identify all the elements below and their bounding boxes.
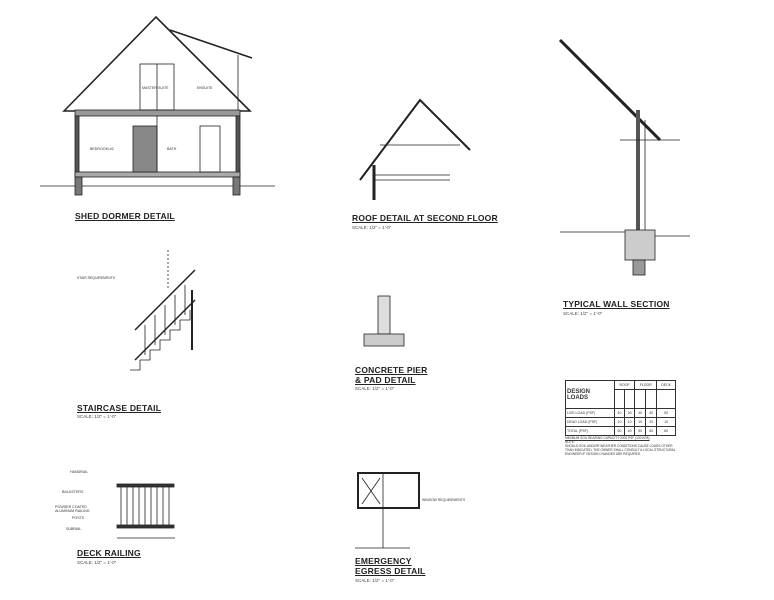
- cell: 40: [634, 408, 647, 418]
- row-label: DEAD LOAD (PSF): [565, 417, 615, 427]
- room-label: BATH: [167, 147, 177, 151]
- cell: 50: [634, 426, 647, 436]
- room-label: ENSUITE: [197, 86, 213, 90]
- cell: 60: [656, 426, 676, 436]
- deck-railing-scale: SCALE: 1/2" = 1'-0": [77, 560, 117, 565]
- staircase-scale: SCALE: 1/2" = 1'-0": [77, 414, 117, 419]
- railing-label: POSTS: [72, 516, 85, 520]
- cell: 10: [624, 417, 636, 427]
- design-loads-title-2: LOADS: [567, 394, 588, 401]
- row-label: TOTAL (PSF): [565, 426, 615, 436]
- column-group: ROOF: [613, 380, 636, 390]
- concrete-pier-scale: SCALE: 1/2" = 1'-0": [355, 386, 395, 391]
- deck-railing-title: DECK RAILING: [77, 548, 141, 558]
- roof-detail-scale: SCALE: 1/2" = 1'-0": [352, 225, 392, 230]
- shed-dormer-drawing: [40, 15, 275, 196]
- cell: 10: [634, 417, 647, 427]
- column-group: FLOOR: [634, 380, 658, 390]
- table-row: DEAD LOAD (PSF) 10 10 10 20 10: [565, 417, 676, 427]
- note-heading: NOTE:: [565, 440, 575, 444]
- room-label: MASTER SUITE: [142, 86, 169, 90]
- cell: 30: [624, 408, 636, 418]
- cell: 40: [624, 426, 636, 436]
- table-row: TOTAL (PSF) 50 40 50 60 60: [565, 426, 676, 436]
- table-row: LIVE LOAD (PSF) 40 30 40 40 50: [565, 408, 676, 418]
- railing-label: SUBRAIL: [66, 527, 82, 531]
- shed-dormer-title: SHED DORMER DETAIL: [75, 211, 175, 221]
- railing-label: BALUSTERS: [62, 490, 84, 494]
- soil-note: MINIMUM SOIL BEARING CAPACITY 2000 PSF (…: [565, 436, 650, 440]
- concrete-pier-title-2: & PAD DETAIL: [355, 375, 416, 385]
- cell: 50: [656, 408, 676, 418]
- egress-title-1: EMERGENCY: [355, 556, 412, 566]
- staircase-drawing: [130, 250, 196, 371]
- cell: 40: [645, 408, 658, 418]
- roof-detail-title: ROOF DETAIL AT SECOND FLOOR: [352, 213, 498, 223]
- column-group: DECK: [656, 380, 676, 390]
- note-text: SHOULD SOIL AND/OR WEATHER CONDITIONS CA…: [565, 444, 676, 456]
- egress-drawing: [355, 472, 420, 549]
- typical-wall-scale: SCALE: 1/2" = 1'-0": [563, 311, 603, 316]
- cell: 10: [613, 417, 626, 427]
- concrete-pier-title-1: CONCRETE PIER: [355, 365, 428, 375]
- cell: 40: [613, 408, 626, 418]
- stair-notes: STAIR REQUIREMENTS: [77, 276, 115, 280]
- concrete-pier-drawing: [363, 295, 405, 347]
- roof-detail-drawing: [359, 98, 471, 200]
- cell: 50: [613, 426, 626, 436]
- design-loads-notes: MINIMUM SOIL BEARING CAPACITY 2000 PSF (…: [565, 436, 676, 456]
- staircase-title: STAIRCASE DETAIL: [77, 403, 162, 413]
- cell: 20: [645, 417, 658, 427]
- deck-railing-drawing: [116, 483, 175, 539]
- row-label: LIVE LOAD (PSF): [565, 408, 615, 418]
- railing-label: HANDRAIL: [70, 470, 89, 474]
- railing-label: POWDER COATED ALUMINUM RAILING: [55, 505, 90, 513]
- egress-title-2: EGRESS DETAIL: [355, 566, 426, 576]
- egress-scale: SCALE: 1/2" = 1'-0": [355, 578, 395, 583]
- design-loads-title-1: DESIGN: [567, 388, 591, 395]
- typical-wall-title: TYPICAL WALL SECTION: [563, 299, 670, 309]
- egress-notes: WINDOW REQUIREMENTS: [422, 498, 466, 502]
- cell: 60: [645, 426, 658, 436]
- room-label: BEDROOM #2: [90, 147, 114, 151]
- cell: 10: [656, 417, 676, 427]
- typical-wall-drawing: [558, 38, 690, 276]
